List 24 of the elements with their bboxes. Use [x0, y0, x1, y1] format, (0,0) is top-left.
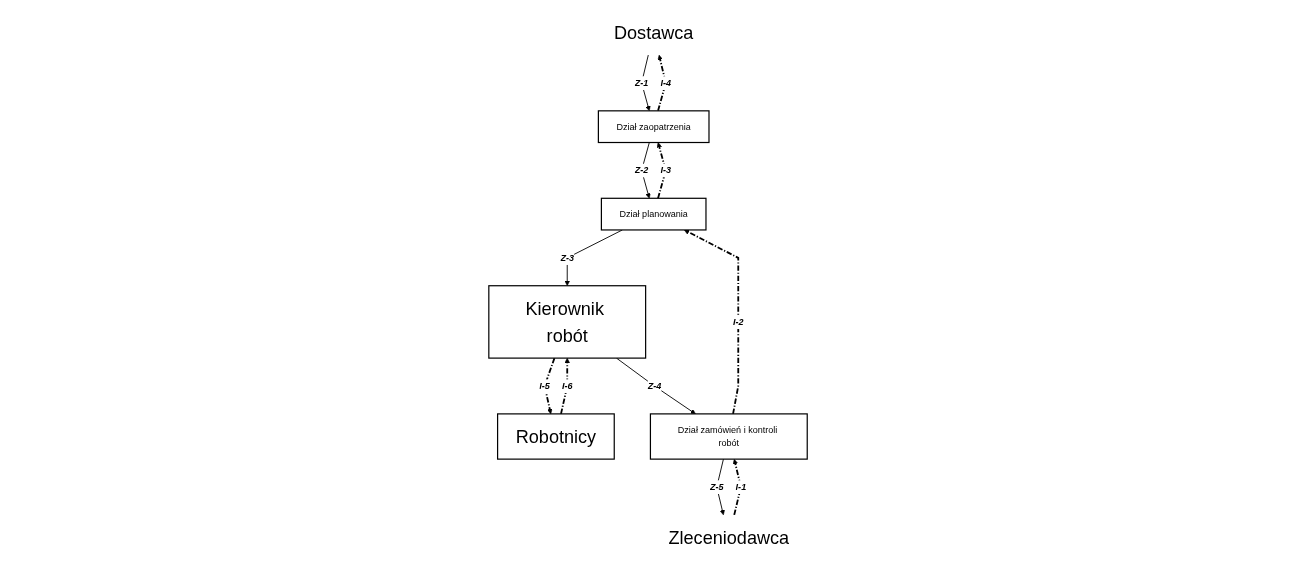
- node-box: Robotnicy: [496, 412, 615, 460]
- edge-label: Z-4: [647, 379, 662, 391]
- node-box: Kierownik robót: [488, 284, 647, 359]
- arrow: [656, 141, 667, 199]
- edge-label: I-2: [732, 315, 744, 327]
- edge-label: I-6: [561, 379, 573, 391]
- edge-label: I-4: [660, 76, 671, 88]
- edge-label: Z-3: [560, 251, 574, 263]
- edge-label: I-5: [539, 379, 550, 391]
- arrow: [732, 458, 742, 516]
- node-text: Dostawca: [613, 22, 694, 42]
- arrow: [543, 356, 556, 414]
- node-box: Dział zamówień i kontroli robót: [649, 412, 808, 460]
- edge-label: I-1: [735, 480, 747, 492]
- node-box: Dział zaopatrzenia: [597, 109, 710, 143]
- node-box: Dział planowania: [600, 197, 707, 231]
- arrow: [684, 229, 740, 415]
- arrow: [560, 357, 570, 415]
- arrow: [657, 54, 667, 112]
- edge-label: Z-5: [709, 480, 724, 492]
- edge-label: Z-1: [634, 76, 649, 88]
- edge-label: Z-2: [634, 164, 649, 175]
- edge-label: I-3: [660, 164, 671, 175]
- node-text: Zleceniodawca: [668, 527, 790, 547]
